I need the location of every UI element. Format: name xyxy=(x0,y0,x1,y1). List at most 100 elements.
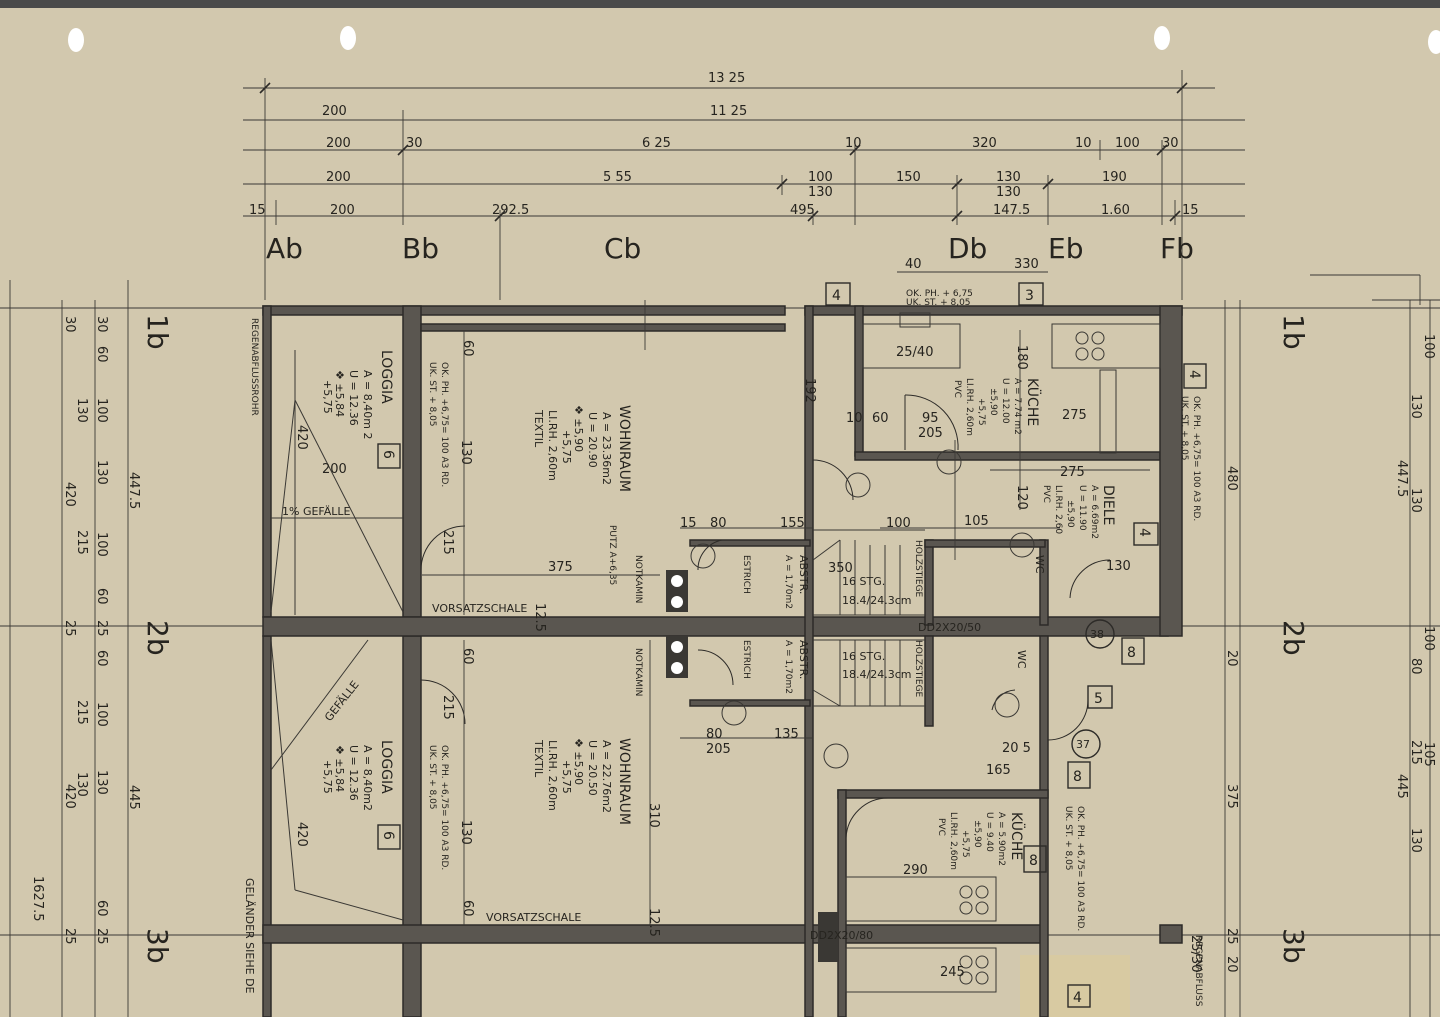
svg-text:LI.RH. 2,60m: LI.RH. 2,60m xyxy=(546,410,559,481)
svg-text:60: 60 xyxy=(94,900,109,917)
svg-text:3: 3 xyxy=(1025,288,1034,304)
vorsatzschale-2: VORSATZSCHALE xyxy=(486,911,581,924)
dim-r3-7: 30 xyxy=(1162,136,1179,151)
svg-text:TEXTIL: TEXTIL xyxy=(532,739,545,778)
dim-r5-6: 15 xyxy=(1182,203,1199,218)
svg-text:LOGGIA: LOGGIA xyxy=(378,740,394,794)
svg-text:245: 245 xyxy=(940,965,965,980)
okph-loggia-1: OK. PH. +6,75= 100 A3 RD. xyxy=(439,362,449,487)
dim-total: 13 25 xyxy=(708,71,745,86)
right-dimension-lines xyxy=(1239,300,1431,1017)
svg-text:8: 8 xyxy=(1029,853,1038,869)
dim-r3-1: 30 xyxy=(406,136,423,151)
svg-text:6: 6 xyxy=(380,831,396,840)
svg-text:105: 105 xyxy=(1421,742,1436,767)
svg-text:215: 215 xyxy=(74,700,89,725)
svg-text:20 5: 20 5 xyxy=(1002,741,1031,756)
svg-text:❖ ±5,84: ❖ ±5,84 xyxy=(333,370,346,417)
svg-text:A = 8,40m 2: A = 8,40m 2 xyxy=(361,370,374,439)
svg-text:A = 7.74 m2: A = 7.74 m2 xyxy=(1012,378,1022,435)
stairs-2-b: 18.4/24.3cm xyxy=(842,668,911,681)
dim-r5-4: 147.5 xyxy=(993,203,1030,218)
svg-text:30: 30 xyxy=(94,316,109,333)
svg-text:+5,75: +5,75 xyxy=(976,398,986,426)
paper-stain xyxy=(1020,955,1130,1017)
svg-text:25: 25 xyxy=(1224,928,1239,945)
dim-r5-3: 495 xyxy=(790,203,815,218)
svg-text:25: 25 xyxy=(62,620,77,637)
svg-text:±5,90: ±5,90 xyxy=(972,820,982,848)
room-loggia-2: LOGGIA A = 8,40m2 U = 12.36 ❖ ±5,84 +5,7… xyxy=(321,740,394,811)
svg-text:38: 38 xyxy=(1090,628,1104,641)
annotation-labels: VORSATZSCHALE VORSATZSCHALE 1% GEFÄLLE G… xyxy=(243,289,1203,1007)
ceiling-opening-1: DD2X20/50 xyxy=(918,621,981,634)
gefaelle-1: 1% GEFÄLLE xyxy=(282,505,351,518)
svg-text:A = 8,40m2: A = 8,40m2 xyxy=(361,745,374,811)
dim-r4-0: 200 xyxy=(326,170,351,185)
dim-r5-2: 292.5 xyxy=(492,203,529,218)
right-dimension-texts: 100 130 447.5 130 480 100 80 215 105 445… xyxy=(1224,334,1436,973)
svg-text:5: 5 xyxy=(1094,691,1103,707)
svg-text:A = 6.69m2: A = 6.69m2 xyxy=(1089,485,1099,539)
okph-right-2: OK. PH. +6,75= 100 A3 RD. xyxy=(1075,806,1085,931)
svg-text:155: 155 xyxy=(780,516,805,531)
svg-text:LI.RH. 2,60: LI.RH. 2,60 xyxy=(1053,485,1063,534)
svg-text:A = 1,70m2: A = 1,70m2 xyxy=(783,555,793,609)
svg-text:480: 480 xyxy=(1224,466,1239,491)
room-diele-1: DIELE A = 6.69m2 U = 11.90 ±5,90 LI.RH. … xyxy=(1041,485,1116,539)
dim-r5-0: 15 xyxy=(249,203,266,218)
dim-r5-1: 200 xyxy=(330,203,355,218)
svg-text:+5,75: +5,75 xyxy=(560,760,573,794)
punch-hole-4 xyxy=(1428,30,1440,54)
room-wohnraum-2: WOHNRAUM A = 22.76m2 U = 20.50 ❖ ±5,90 +… xyxy=(532,738,632,825)
svg-text:60: 60 xyxy=(460,340,475,357)
svg-text:80: 80 xyxy=(1408,658,1423,675)
svg-text:310: 310 xyxy=(646,803,661,828)
holzstiege-1: HOLZSTIEGE xyxy=(913,540,923,598)
axis-eb: Eb xyxy=(1048,232,1083,265)
holzstiege-2: HOLZSTIEGE xyxy=(913,640,923,698)
punch-hole-1 xyxy=(68,28,84,52)
svg-text:U = 12.36: U = 12.36 xyxy=(347,370,360,426)
svg-text:±5,90: ±5,90 xyxy=(988,388,998,416)
svg-text:130: 130 xyxy=(458,440,473,465)
vorsatzschale-1: VORSATZSCHALE xyxy=(432,602,527,615)
svg-text:+5,75: +5,75 xyxy=(960,830,970,858)
axis-1b-right: 1b xyxy=(1277,314,1310,350)
svg-text:205: 205 xyxy=(706,742,731,757)
dim-r3-3: 10 xyxy=(845,136,862,151)
stairs-1-b: 18.4/24.3cm xyxy=(842,594,911,607)
svg-text:WC: WC xyxy=(1033,555,1046,574)
svg-text:95: 95 xyxy=(922,411,939,426)
svg-text:60: 60 xyxy=(460,648,475,665)
svg-text:200: 200 xyxy=(322,462,347,477)
notkamin-2: NOTKAMIN xyxy=(633,648,643,696)
svg-text:KÜCHE: KÜCHE xyxy=(1008,812,1026,860)
svg-text:350: 350 xyxy=(828,561,853,576)
ukst-right-2: UK. ST. + 8,05 xyxy=(1063,806,1073,871)
svg-text:WOHNRAUM: WOHNRAUM xyxy=(616,405,632,492)
dim-r4-4: 150 xyxy=(896,170,921,185)
svg-text:4: 4 xyxy=(1186,370,1202,379)
svg-text:LOGGIA: LOGGIA xyxy=(378,350,394,404)
axis-3b-right: 3b xyxy=(1277,928,1310,964)
svg-text:60: 60 xyxy=(94,346,109,363)
axis-db: Db xyxy=(948,232,987,265)
svg-text:LI.RH. 2,60m: LI.RH. 2,60m xyxy=(546,740,559,811)
svg-text:A = 23.36m2: A = 23.36m2 xyxy=(600,412,613,485)
dim-r2-1: 11 25 xyxy=(710,104,747,119)
staircase xyxy=(812,529,925,707)
svg-text:U = 12.00: U = 12.00 xyxy=(1000,378,1010,424)
svg-text:12.5: 12.5 xyxy=(646,908,661,937)
walls xyxy=(262,305,1183,1017)
svg-text:275: 275 xyxy=(1060,465,1085,480)
svg-text:130: 130 xyxy=(94,460,109,485)
interior-dimensions: 25/40 275 275 330 40 180 60 95 205 10 19… xyxy=(294,257,1226,1017)
axis-2b-right: 2b xyxy=(1277,620,1310,656)
dim-r3-0: 200 xyxy=(326,136,351,151)
scan-top-edge xyxy=(0,0,1440,8)
svg-text:25: 25 xyxy=(94,620,109,637)
svg-text:130: 130 xyxy=(94,770,109,795)
downpipe-left: REGENABFLUSSROHR xyxy=(249,318,259,416)
